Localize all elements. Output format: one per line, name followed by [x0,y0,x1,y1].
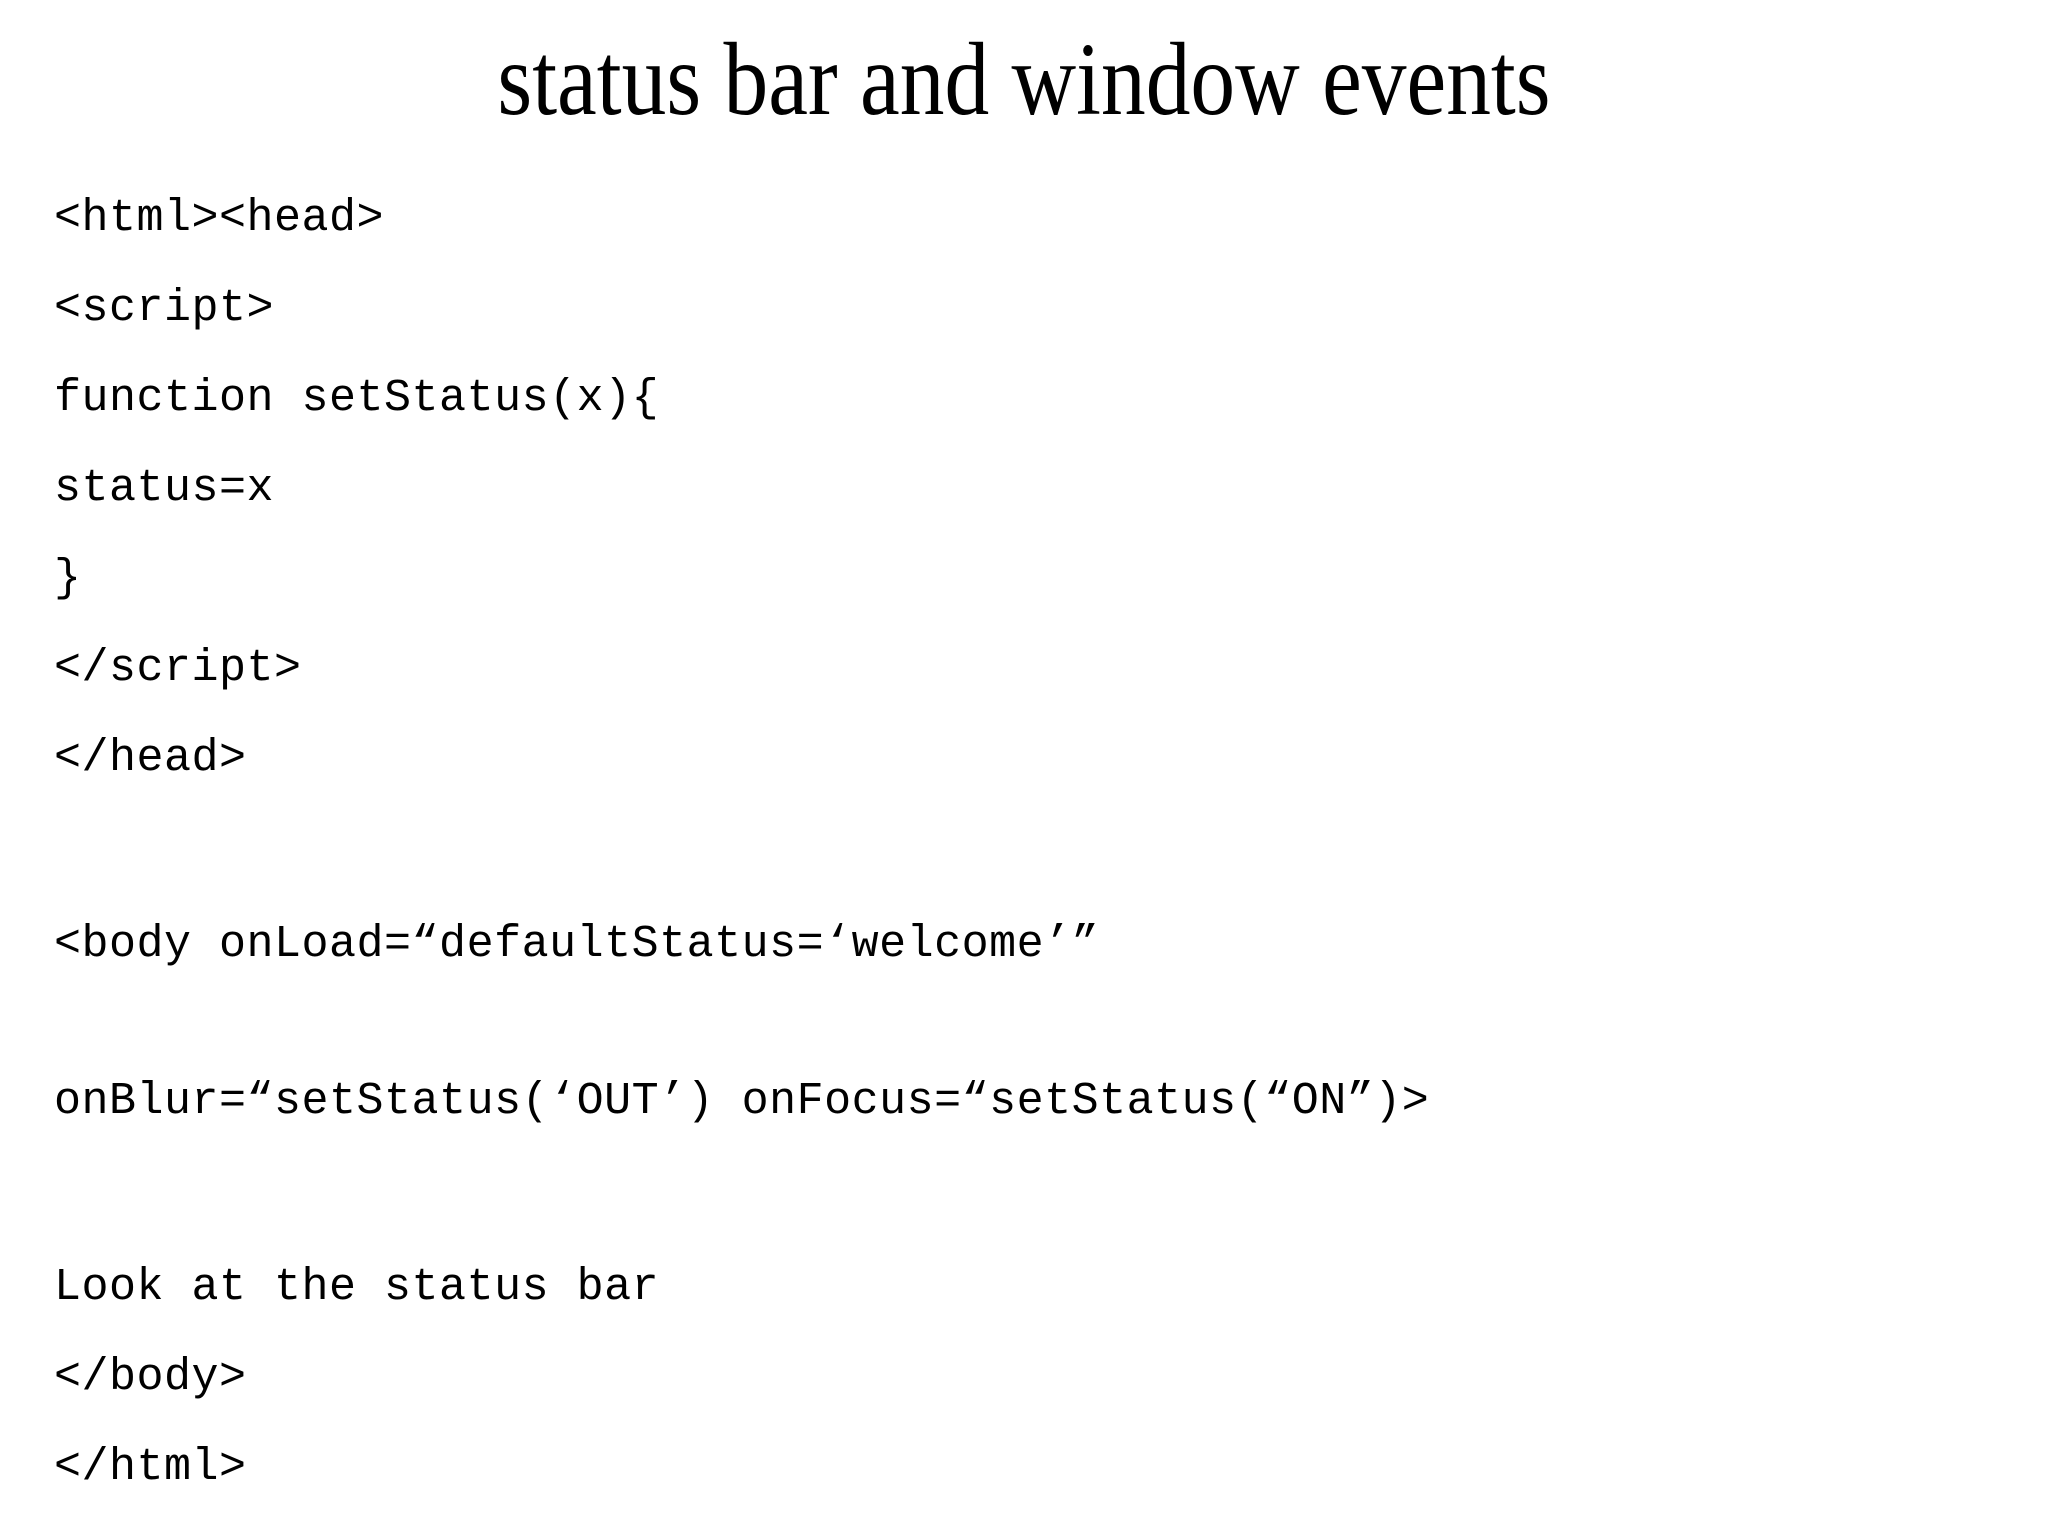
code-line-body-close: </body> [54,1352,247,1403]
code-line-body-open-part1: <body onLoad=“defaultStatus=‘welcome’” [54,918,1100,970]
code-line-status-assign: status=x [54,463,275,514]
code-line-head-close: </head> [54,733,247,784]
code-line-function-setstatus: function setStatus(x){ [54,373,660,424]
code-line-script-open: <script> [54,283,275,334]
code-line-html-head: <html><head> [54,193,385,244]
page-title: status bar and window events [497,22,1551,137]
code-block: <html><head> <script> function setStatus… [54,196,2008,1535]
code-line-html-close: </html> [54,1442,247,1493]
code-line-body-open: <body onLoad=“defaultStatus=‘welcome’” o… [54,826,2008,1220]
code-line-script-close: </script> [54,643,302,694]
code-line-look-at-status-bar: Look at the status bar [54,1262,660,1313]
code-line-close-brace: } [54,553,82,604]
code-line-body-open-part2: onBlur=“setStatus(‘OUT’) onFocus=“setSta… [54,1076,1430,1128]
